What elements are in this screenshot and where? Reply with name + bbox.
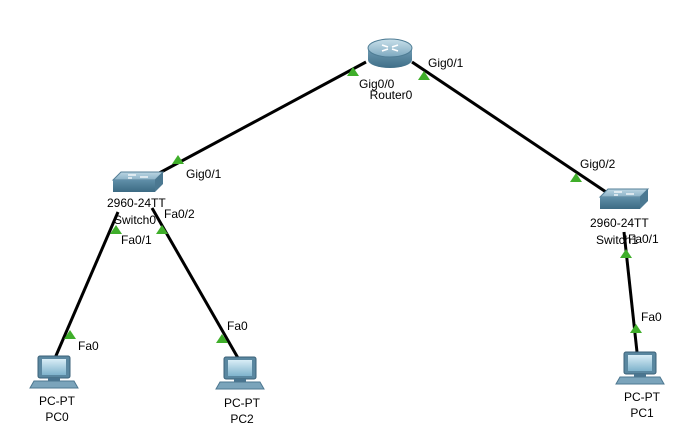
link-router-switch0[interactable] <box>149 60 367 180</box>
link-up-indicator <box>172 155 184 164</box>
link-up-indicator <box>347 67 359 76</box>
link-up-indicator <box>630 324 642 333</box>
router-icon <box>367 38 413 68</box>
link-up-indicator <box>570 173 582 182</box>
pc1-name-label: PC1 <box>630 406 654 420</box>
switch-icon <box>598 188 650 209</box>
link-up-indicator <box>216 334 228 343</box>
link-switch0-pc0[interactable] <box>53 211 120 359</box>
link-up-indicator <box>156 225 168 234</box>
port-label-router-gig0-0: Gig0/0 <box>359 77 395 91</box>
pc-icon <box>615 351 665 385</box>
pc2-name-label: PC2 <box>230 412 254 426</box>
switch0-model-label: 2960-24TT <box>107 196 166 210</box>
port-label-switch0-fa0-1: Fa0/1 <box>121 233 152 247</box>
switch1-name-label: Switch1 <box>596 233 638 247</box>
router0[interactable]: Router0 <box>367 38 413 102</box>
port-label-switch0-gig0-1: Gig0/1 <box>186 167 222 181</box>
link-up-indicator <box>418 71 430 80</box>
port-label-switch0-fa0-2: Fa0/2 <box>164 207 195 221</box>
router-name-label: Router0 <box>370 88 413 102</box>
pc0-model-label: PC-PT <box>39 394 76 408</box>
pc0[interactable]: PC-PT PC0 <box>29 355 79 424</box>
switch-icon <box>111 171 165 192</box>
switch1-model-label: 2960-24TT <box>590 216 649 230</box>
switch1[interactable]: 2960-24TT Switch1 <box>590 188 650 247</box>
link-up-indicator <box>110 225 122 234</box>
pc1[interactable]: PC-PT PC1 <box>615 351 665 420</box>
port-label-pc0-fa0: Fa0 <box>78 339 99 353</box>
port-label-switch1-fa0-1: Fa0/1 <box>628 232 659 246</box>
pc0-name-label: PC0 <box>45 410 69 424</box>
port-label-switch1-gig0-2: Gig0/2 <box>580 157 616 171</box>
pc-icon <box>29 355 79 389</box>
port-label-router-gig0-1: Gig0/1 <box>428 56 464 70</box>
link-up-indicator <box>620 249 632 258</box>
pc-icon <box>215 356 265 390</box>
pc2-model-label: PC-PT <box>224 396 261 410</box>
pc1-model-label: PC-PT <box>624 390 661 404</box>
port-label-pc2-fa0: Fa0 <box>227 319 248 333</box>
link-router-switch1[interactable] <box>411 60 613 198</box>
switch0[interactable]: 2960-24TT Switch0 <box>107 171 166 227</box>
pc2[interactable]: PC-PT PC2 <box>215 356 265 426</box>
switch0-name-label: Switch0 <box>114 213 156 227</box>
link-up-indicator <box>64 330 76 339</box>
port-label-pc1-fa0: Fa0 <box>641 310 662 324</box>
